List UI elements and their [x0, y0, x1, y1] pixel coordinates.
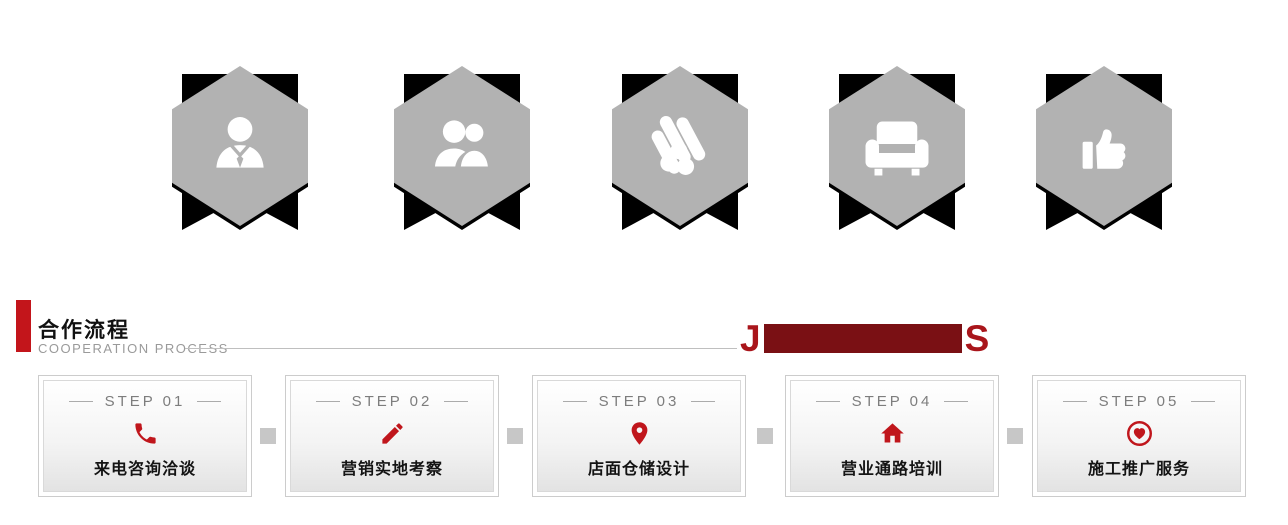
step-card-4: STEP 04 营业通路培训	[785, 375, 999, 497]
step-connector	[260, 428, 276, 444]
badge-service	[1036, 60, 1172, 240]
step-label: 营业通路培训	[840, 461, 943, 478]
title-divider-line	[185, 348, 737, 349]
step-label: 施工推广服务	[1087, 461, 1190, 478]
step-card-2: STEP 02 营销实地考察	[285, 375, 499, 497]
step-card-inner: STEP 01 来电咨询洽谈	[43, 380, 247, 492]
badge-customers	[394, 60, 530, 240]
home-icon	[879, 419, 906, 447]
step-number: STEP 01	[57, 393, 234, 410]
customer-group-icon	[426, 108, 498, 185]
section-title-right: J S	[740, 318, 989, 358]
pencil-icon	[379, 419, 406, 447]
title-right-prefix: J	[740, 317, 761, 359]
heart-icon	[1126, 419, 1153, 447]
step-card-1: STEP 01 来电咨询洽谈	[38, 375, 252, 497]
step-card-inner: STEP 03 店面仓储设计	[537, 380, 741, 492]
title-accent-bar	[16, 300, 31, 352]
phone-icon	[132, 419, 159, 447]
step-card-5: STEP 05 施工推广服务	[1032, 375, 1246, 497]
step-number: STEP 04	[804, 393, 981, 410]
title-right-suffix: S	[964, 317, 990, 359]
step-card-inner: STEP 05 施工推广服务	[1037, 380, 1241, 492]
armchair-icon	[861, 108, 933, 185]
step-connector	[757, 428, 773, 444]
title-right-block	[763, 323, 962, 353]
step-number: STEP 03	[551, 393, 728, 410]
step-label: 来电咨询洽谈	[93, 461, 196, 478]
thumbs-up-icon	[1068, 108, 1140, 185]
badge-furniture	[829, 60, 965, 240]
step-card-inner: STEP 02 营销实地考察	[290, 380, 494, 492]
location-pin-icon	[626, 419, 653, 447]
badge-consult	[172, 60, 308, 240]
step-connector	[507, 428, 523, 444]
step-label: 营销实地考察	[340, 461, 443, 478]
step-card-inner: STEP 04 营业通路培训	[790, 380, 994, 492]
step-connector	[1007, 428, 1023, 444]
step-number: STEP 05	[1051, 393, 1228, 410]
businessman-icon	[204, 108, 276, 185]
step-card-3: STEP 03 店面仓储设计	[532, 375, 746, 497]
step-label: 店面仓储设计	[587, 461, 690, 478]
badge-materials	[612, 60, 748, 240]
section-title-en: COOPERATION PROCESS	[38, 341, 229, 356]
step-number: STEP 02	[304, 393, 481, 410]
wood-logs-icon	[644, 108, 716, 185]
section-title-zh: 合作流程	[38, 319, 130, 342]
